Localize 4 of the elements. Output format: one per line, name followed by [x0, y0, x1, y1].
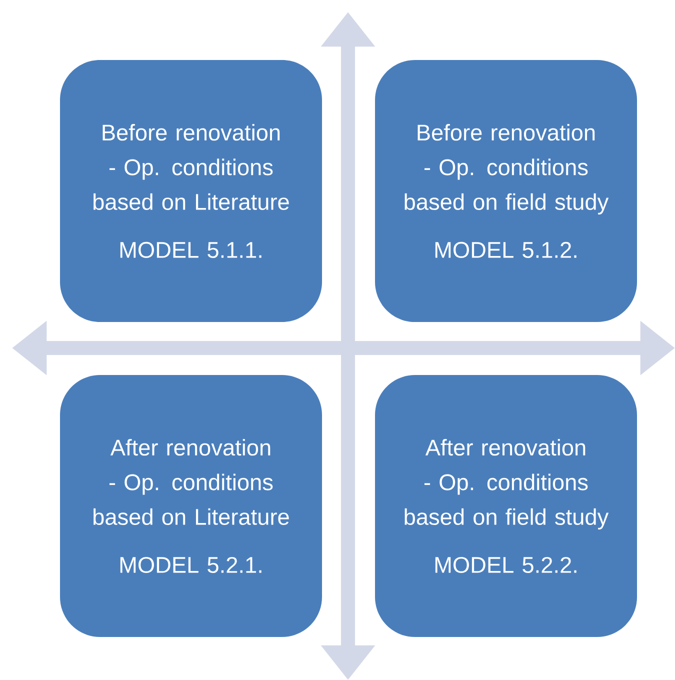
- rounded-box: Before renovation - Op. conditions based on Literature MODEL 5.1.1.: [60, 60, 322, 322]
- rounded-box: After renovation - Op. conditions based on field study MODEL 5.2.2.: [375, 375, 637, 637]
- rounded-box: Before renovation - Op. conditions based on field study MODEL 5.1.2.: [375, 60, 637, 322]
- rounded-box: After renovation - Op. conditions based on Literature MODEL 5.2.1.: [60, 375, 322, 637]
